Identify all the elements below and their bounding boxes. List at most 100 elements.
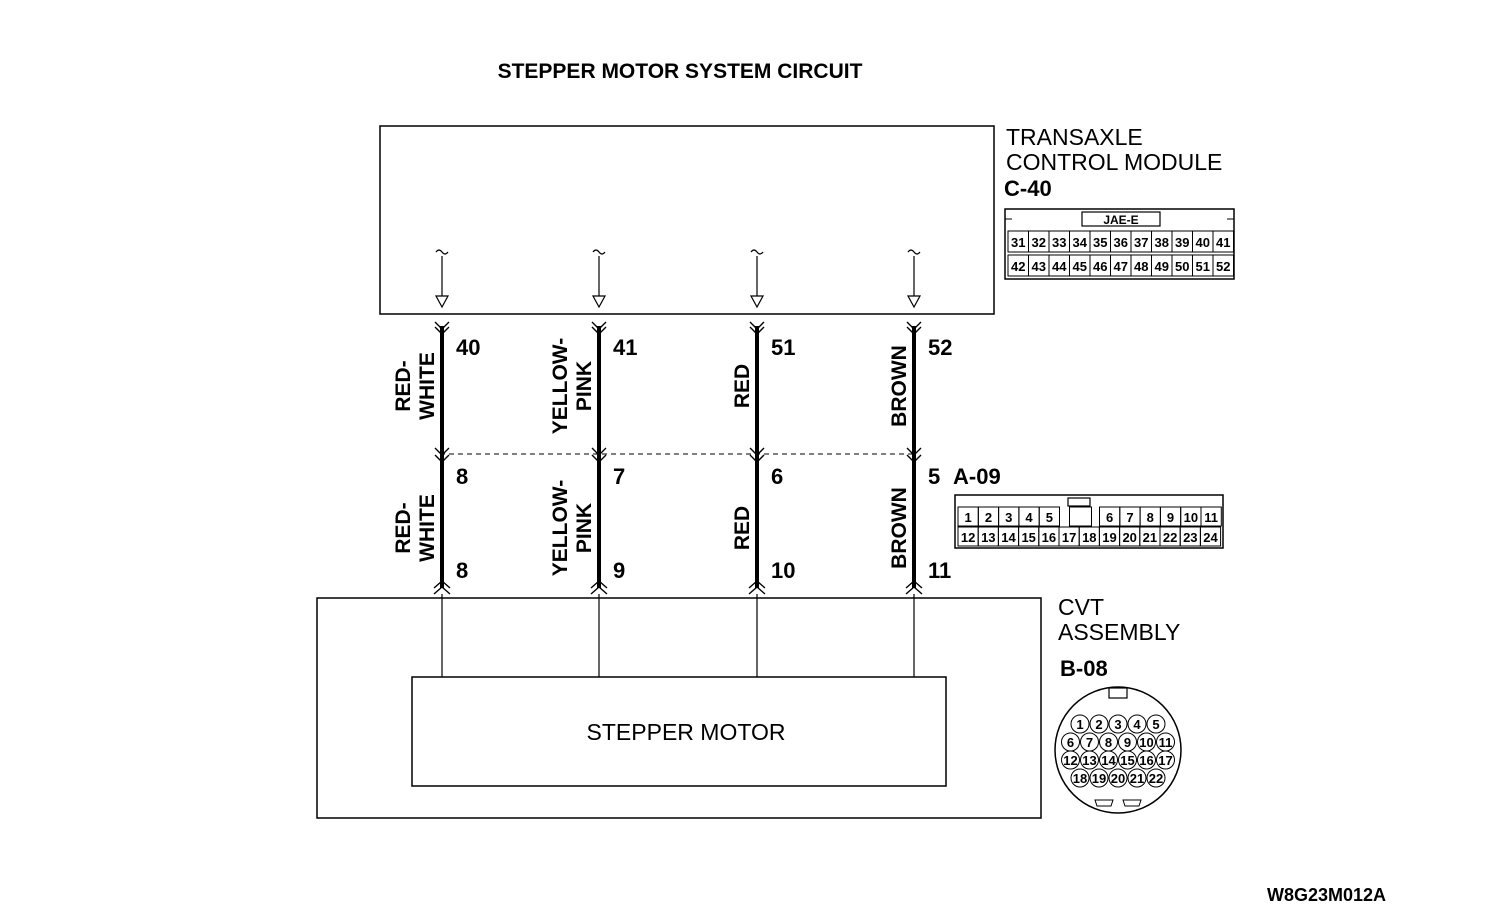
cvt-connector-pin-number: 12 xyxy=(1063,753,1077,768)
tcm-connector-type: JAE-E xyxy=(1103,213,1138,227)
cvt-connector-pin xyxy=(1108,714,1128,734)
cvt-connector-pin-number: 22 xyxy=(1149,771,1163,786)
tcm-connector-pin-number: 48 xyxy=(1134,259,1148,274)
cvt-connector-pin xyxy=(1070,714,1090,734)
junction-pin-label: 6 xyxy=(771,464,783,489)
cvt-connector-pin-number: 17 xyxy=(1158,753,1172,768)
tcm-connector-pin-number: 37 xyxy=(1134,235,1148,250)
terminal-arrow-icon xyxy=(434,295,450,309)
junction-connector-pin-number: 1 xyxy=(965,510,972,525)
cvt-connector-pin-number: 6 xyxy=(1067,735,1074,750)
cvt-connector-pin xyxy=(1118,750,1137,770)
cvt-connector-pin xyxy=(1127,768,1147,788)
tcm-connector-pin-number: 51 xyxy=(1196,259,1210,274)
cvt-pin-label: 11 xyxy=(928,558,951,583)
junction-connector-pin-number: 7 xyxy=(1126,510,1133,525)
tcm-connector-pin-number: 35 xyxy=(1093,235,1107,250)
cvt-connector-pin xyxy=(1099,750,1118,770)
tcm-label-line1: TRANSAXLE xyxy=(1006,124,1143,150)
junction-connector-pin-number: 5 xyxy=(1046,510,1053,525)
cvt-connector-pin-number: 8 xyxy=(1105,735,1112,750)
tcm-connector-pin-number: 41 xyxy=(1216,235,1230,250)
cvt-connector-id: B-08 xyxy=(1060,656,1108,681)
wire-break-symbol xyxy=(750,249,764,255)
cvt-pin-label: 10 xyxy=(771,558,795,583)
tcm-connector-pin-number: 38 xyxy=(1155,235,1169,250)
tcm-connector-pin-number: 46 xyxy=(1093,259,1107,274)
wire-color-label: RED xyxy=(731,364,754,408)
tcm-connector-id: C-40 xyxy=(1004,176,1052,201)
junction-connector-pin-number: 9 xyxy=(1167,510,1174,525)
junction-connector-pin-number: 8 xyxy=(1147,510,1154,525)
junction-connector-pin-number: 20 xyxy=(1122,530,1136,545)
cvt-connector-pin-number: 4 xyxy=(1133,717,1141,732)
wire-break-symbol xyxy=(592,249,606,255)
diagram-code: W8G23M012A xyxy=(1267,885,1386,905)
cvt-connector-pin-number: 5 xyxy=(1152,717,1159,732)
junction-connector-pin-number: 18 xyxy=(1082,530,1096,545)
junction-connector-pin-number: 21 xyxy=(1143,530,1157,545)
cvt-assembly-box xyxy=(316,597,1042,819)
junction-connector-cell xyxy=(1199,526,1222,547)
junction-connector-pin-number: 22 xyxy=(1163,530,1177,545)
wire-break-symbol xyxy=(907,249,921,255)
cvt-connector-pin-number: 16 xyxy=(1139,753,1153,768)
cvt-pin-label: 8 xyxy=(456,558,468,583)
cvt-connector-pin xyxy=(1089,714,1109,734)
cvt-connector-pin xyxy=(1156,750,1175,770)
cvt-connector-pin-number: 11 xyxy=(1159,735,1173,750)
cvt-chevron-icon xyxy=(433,580,451,595)
junction-connector-cell xyxy=(1038,506,1060,527)
cvt-connector-pin xyxy=(1080,750,1099,770)
junction-connector-pin-number: 13 xyxy=(981,530,995,545)
tcm-connector-pin-number: 36 xyxy=(1114,235,1128,250)
tcm-connector-pin-number: 52 xyxy=(1216,259,1230,274)
junction-connector-pin-number: 15 xyxy=(1021,530,1035,545)
cvt-connector-pin-number: 21 xyxy=(1130,771,1144,786)
wire-harness: 4088RED-WHITERED-WHITE4179YELLOW-PINKYEL… xyxy=(392,249,952,677)
tcm-connector-pin-number: 50 xyxy=(1175,259,1189,274)
wire-color-label: RED xyxy=(731,506,754,550)
wire-color-label: YELLOW- xyxy=(549,338,572,434)
tcm-connector-pin-number: 31 xyxy=(1011,235,1025,250)
junction-connector-pin-number: 14 xyxy=(1001,530,1016,545)
cvt-chevron-icon xyxy=(905,580,923,595)
wire-color-label: BROWN xyxy=(888,487,911,569)
junction-connector-pin-number: 4 xyxy=(1025,510,1033,525)
cvt-connector-pin xyxy=(1089,768,1109,788)
cvt-connector-pin-number: 14 xyxy=(1101,753,1116,768)
tcm-connector-pin-number: 40 xyxy=(1196,235,1210,250)
tcm-pin-label: 51 xyxy=(771,335,795,360)
cvt-connector-pin xyxy=(1108,768,1128,788)
cvt-connector-pin-number: 18 xyxy=(1073,771,1087,786)
cvt-connector-pin-number: 15 xyxy=(1120,753,1134,768)
wire-color-label: RED- xyxy=(392,502,415,553)
junction-connector-pin-number: 24 xyxy=(1203,530,1218,545)
cvt-connector-pin xyxy=(1061,750,1080,770)
tcm-connector-pin-number: 44 xyxy=(1052,259,1067,274)
wire-color-label: RED- xyxy=(392,360,415,411)
tcm-connector-pin-number: 43 xyxy=(1032,259,1046,274)
junction-connector-pin-number: 12 xyxy=(961,530,975,545)
diagram-title: STEPPER MOTOR SYSTEM CIRCUIT xyxy=(498,60,863,83)
tcm-pin-label: 41 xyxy=(613,335,637,360)
tcm-connector-cell xyxy=(1212,254,1234,277)
cvt-connector-pin-number: 9 xyxy=(1124,735,1131,750)
cvt-label-line1: CVT xyxy=(1058,594,1104,620)
terminal-arrow-icon xyxy=(591,295,607,309)
tcm-label-line2: CONTROL MODULE xyxy=(1006,149,1222,175)
cvt-label-line2: ASSEMBLY xyxy=(1058,619,1180,645)
cvt-connector-pin-number: 3 xyxy=(1114,717,1121,732)
cvt-connector-pin xyxy=(1146,768,1166,788)
cvt-chevron-icon xyxy=(590,580,608,595)
tcm-connector-pin-number: 49 xyxy=(1155,259,1169,274)
